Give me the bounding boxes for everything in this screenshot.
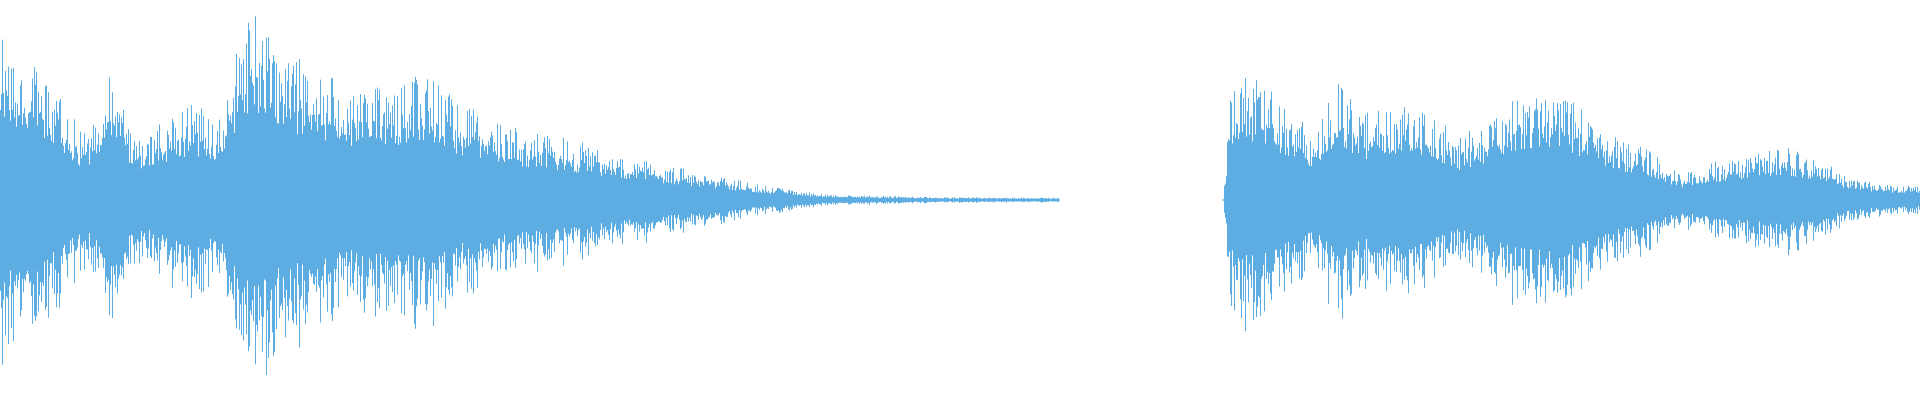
waveform-clip-1[interactable] [0, 16, 1060, 376]
waveform-core [1222, 144, 1920, 256]
waveform-core [0, 114, 1060, 286]
waveform-clip-2[interactable] [1222, 78, 1920, 332]
